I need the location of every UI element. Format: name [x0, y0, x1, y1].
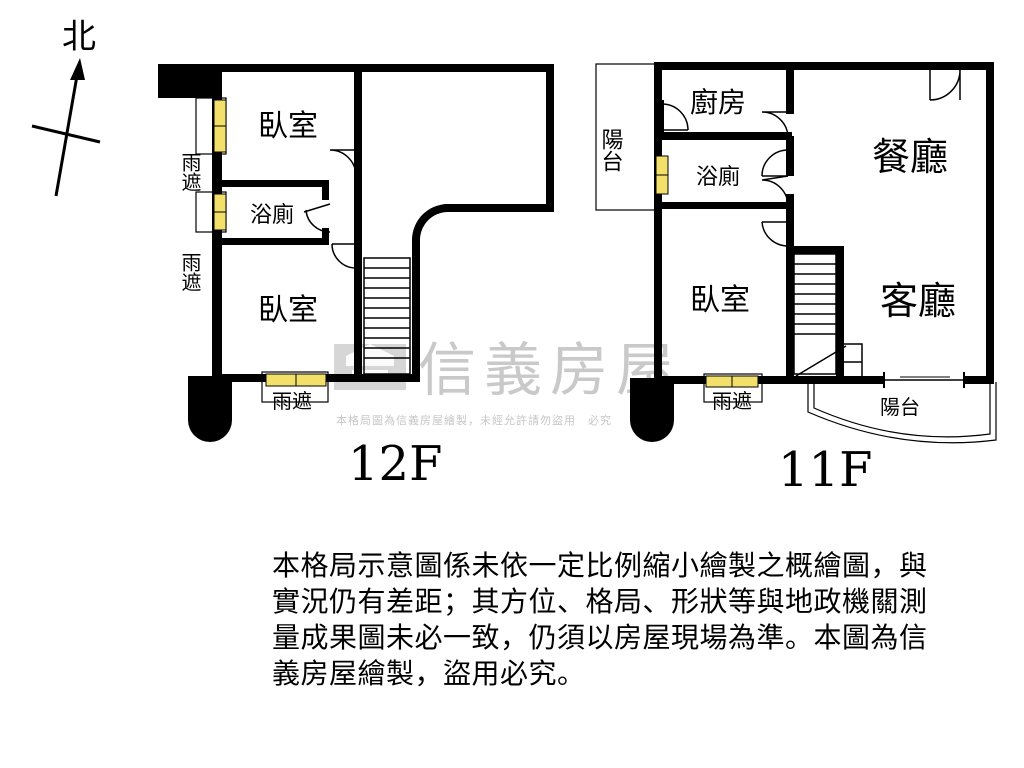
rain-shelter-label-12f-west-mid: 雨遮 [178, 252, 202, 292]
room-label-11f-bedroom: 臥室 [690, 283, 750, 318]
staircase-11f [793, 253, 863, 379]
room-label-11f-kitchen: 廚房 [690, 86, 746, 119]
room-label-12f-bedroom-bottom: 臥室 [258, 293, 318, 328]
room-label-11f-bathroom: 浴廁 [696, 165, 740, 190]
north-arrow: 北 [31, 17, 101, 197]
window-11f-west [655, 155, 669, 195]
arrow-head-icon [70, 58, 85, 80]
room-label-11f-balcony-west: 陽台 [598, 128, 623, 172]
floor-title-11f: 11F [778, 442, 872, 498]
staircase-12f [363, 257, 411, 375]
balcony-11f-south [807, 382, 997, 444]
room-label-11f-living: 客廳 [880, 279, 956, 323]
watermark-logo [334, 344, 406, 390]
rain-shelter-label-11f-south: 雨遮 [712, 389, 752, 413]
floor-plan-12f: 臥室 浴廁 臥室 雨遮 雨遮 雨遮 12F [158, 64, 554, 492]
window-12f-west-top [195, 97, 227, 155]
disclaimer-text: 本格局示意圖係未依一定比例縮小繪製之概繪圖，與實況仍有差距；其方位、格局、形狀等… [272, 549, 928, 690]
floor-plan-11f: 陽台 廚房 浴廁 餐廳 臥室 客廳 陽台 雨遮 11F [595, 62, 997, 498]
watermark: 信義房屋 本格局圖為信義房屋繪製，未經允許請勿盜用 必究 [334, 336, 674, 427]
room-label-11f-balcony-south: 陽台 [880, 395, 920, 419]
window-12f-west-mid [195, 191, 227, 233]
window-12f-south [261, 371, 329, 403]
rain-shelter-label-12f-west-top: 雨遮 [178, 152, 202, 192]
window-11f-south [703, 373, 763, 403]
north-label: 北 [62, 17, 96, 57]
floor-title-12f: 12F [348, 436, 442, 492]
room-label-11f-dining: 餐廳 [872, 135, 948, 179]
room-label-12f-bedroom-top: 臥室 [258, 109, 318, 144]
room-label-12f-bathroom: 浴廁 [250, 203, 294, 228]
watermark-notice: 本格局圖為信義房屋繪製，未經允許請勿盜用 必究 [336, 413, 612, 427]
rain-shelter-label-12f-south: 雨遮 [272, 389, 312, 413]
